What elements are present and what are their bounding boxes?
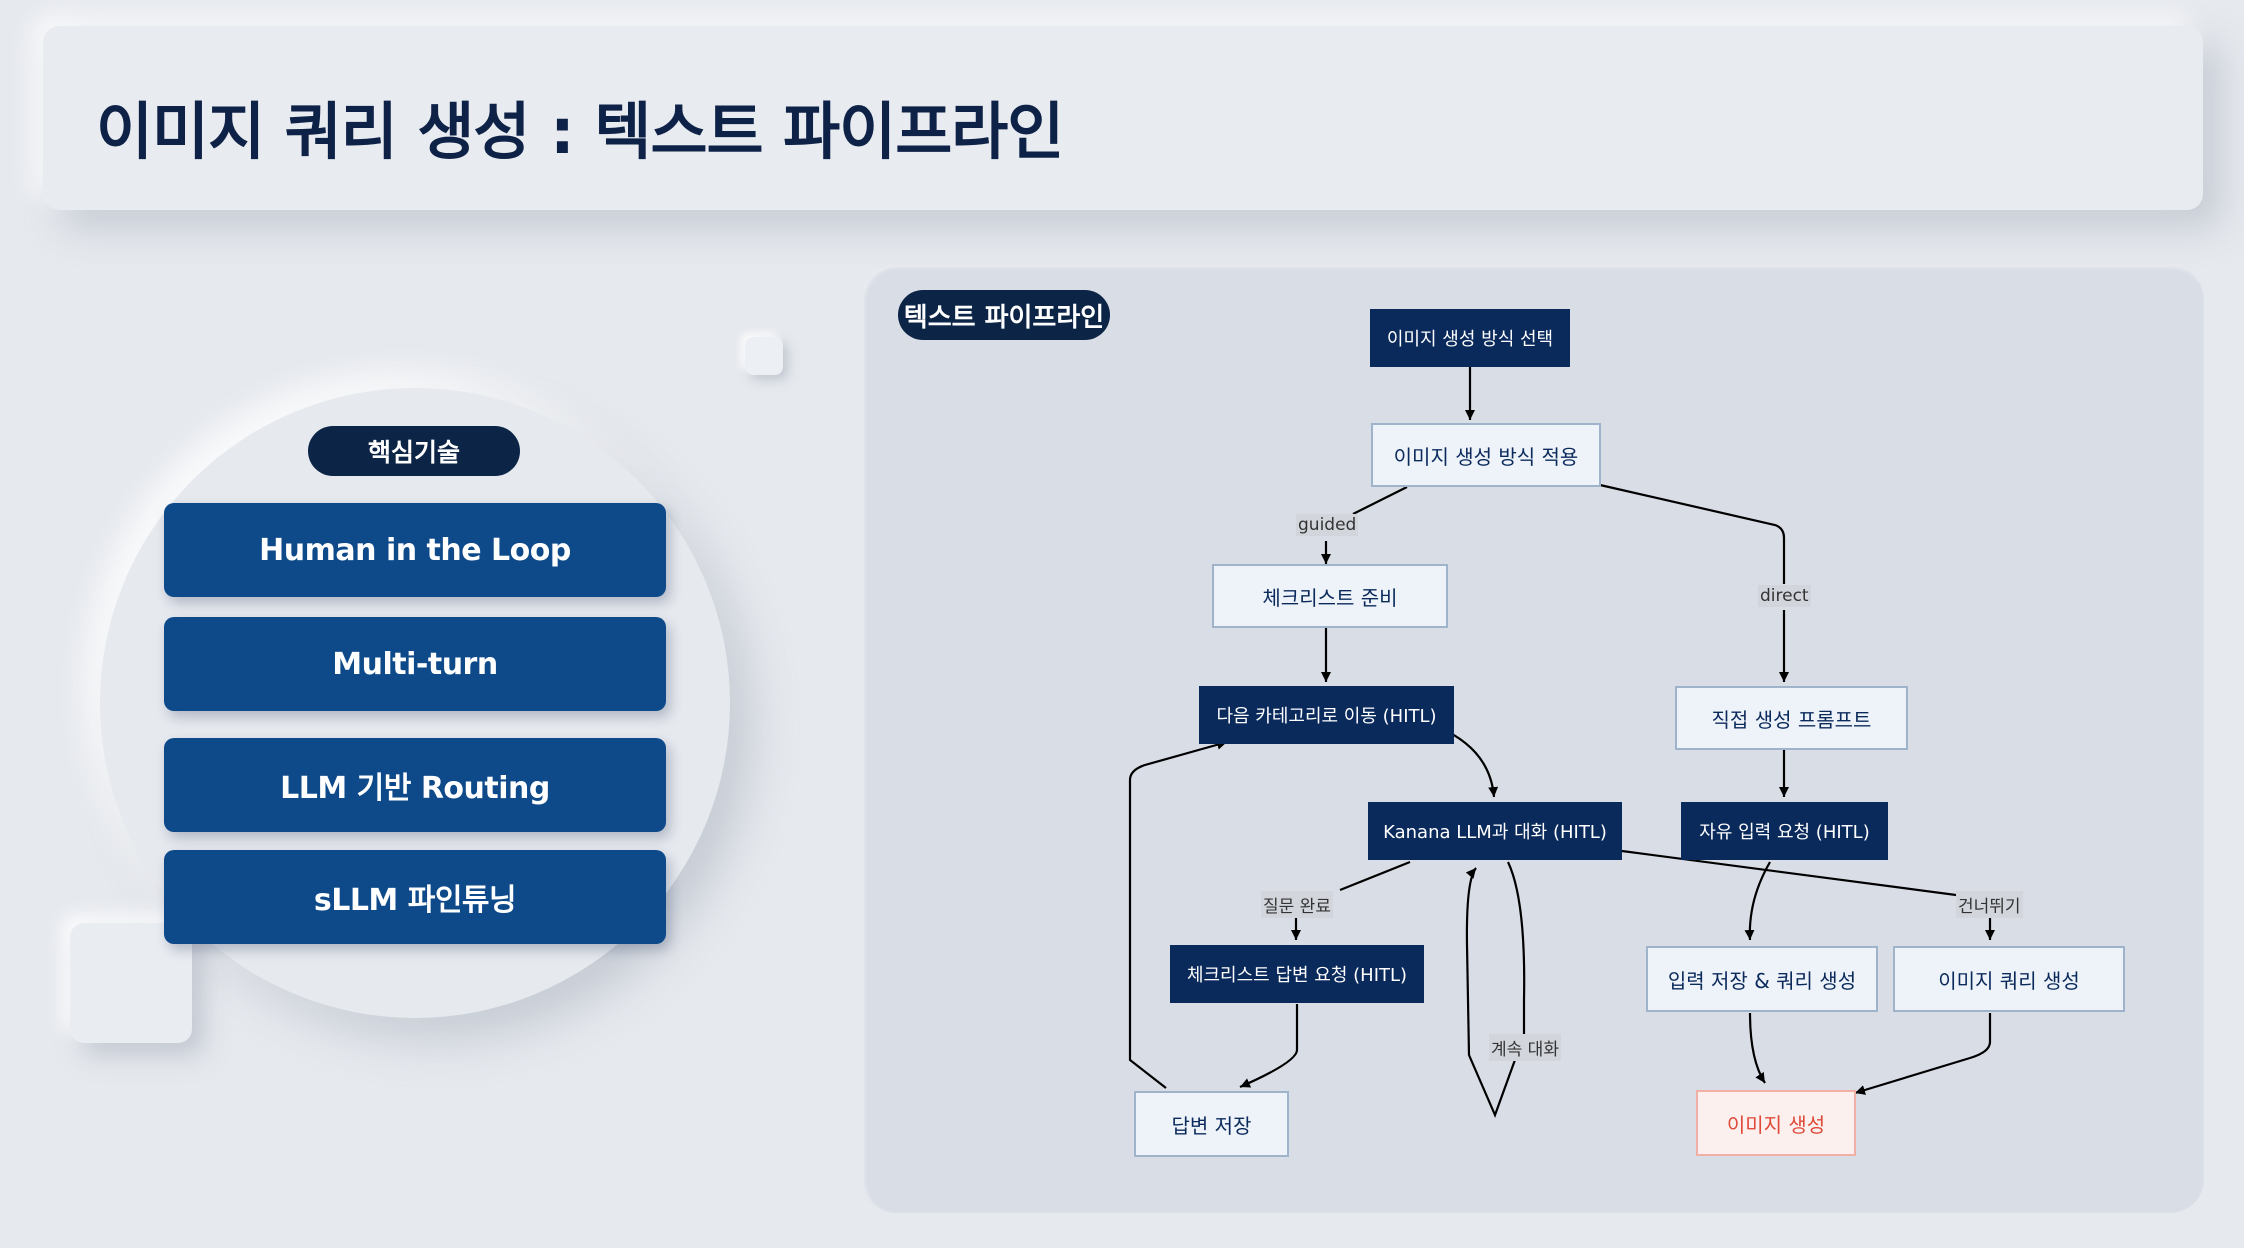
node-save-answer: 답변 저장 xyxy=(1134,1091,1289,1157)
node-checklist-answer: 체크리스트 답변 요청 (HITL) xyxy=(1170,945,1424,1003)
edge-free-to-save xyxy=(1744,861,1771,941)
core-tech-label: 핵심기술 xyxy=(308,426,520,476)
edge-save-to-generate xyxy=(1748,1012,1766,1084)
node-apply-method: 이미지 생성 방식 적용 xyxy=(1371,423,1601,487)
tech-item-sllm-finetuning: sLLM 파인튜닝 xyxy=(164,850,666,944)
edge-label-guided: guided xyxy=(1296,514,1359,536)
title-bar: 이미지 쿼리 생성 : 텍스트 파이프라인 xyxy=(43,26,2203,210)
edge-label-skip: 건너뛰기 xyxy=(1956,891,2023,918)
page-title: 이미지 쿼리 생성 : 텍스트 파이프라인 xyxy=(96,95,1064,168)
edge-label-question-done: 질문 완료 xyxy=(1261,891,1333,918)
node-kanana-chat: Kanana LLM과 대화 (HITL) xyxy=(1368,802,1622,860)
edge-save-answer-to-next xyxy=(1128,739,1228,1089)
pipeline-label: 텍스트 파이프라인 xyxy=(898,290,1110,340)
edge-label-continue-chat: 계속 대화 xyxy=(1489,1034,1561,1061)
edge-answer-to-save-answer xyxy=(1239,1004,1299,1089)
node-image-query: 이미지 쿼리 생성 xyxy=(1893,946,2125,1012)
node-select-method: 이미지 생성 방식 선택 xyxy=(1370,309,1570,367)
node-save-input-query: 입력 저장 & 쿼리 생성 xyxy=(1646,946,1878,1012)
edge-label-direct: direct xyxy=(1758,585,1811,607)
edge-kanana-to-done xyxy=(1339,860,1411,892)
node-direct-prompt: 직접 생성 프롬프트 xyxy=(1675,686,1908,750)
edge-apply-to-guided xyxy=(1352,486,1408,515)
tech-item-llm-routing: LLM 기반 Routing xyxy=(164,738,666,832)
decorative-square-small xyxy=(745,337,783,375)
edge-apply-to-direct xyxy=(1599,483,1786,584)
edge-kanana-continue-loop xyxy=(1465,861,1526,1118)
edge-image-query-to-generate xyxy=(1854,1013,1992,1095)
tech-item-human-in-the-loop: Human in the Loop xyxy=(164,503,666,597)
node-next-category: 다음 카테고리로 이동 (HITL) xyxy=(1199,686,1454,744)
tech-item-multi-turn: Multi-turn xyxy=(164,617,666,711)
node-free-input: 자유 입력 요청 (HITL) xyxy=(1681,802,1888,860)
node-prepare-checklist: 체크리스트 준비 xyxy=(1212,564,1448,628)
edge-kanana-to-skip xyxy=(1621,849,1957,897)
node-generate-image: 이미지 생성 xyxy=(1696,1090,1856,1156)
